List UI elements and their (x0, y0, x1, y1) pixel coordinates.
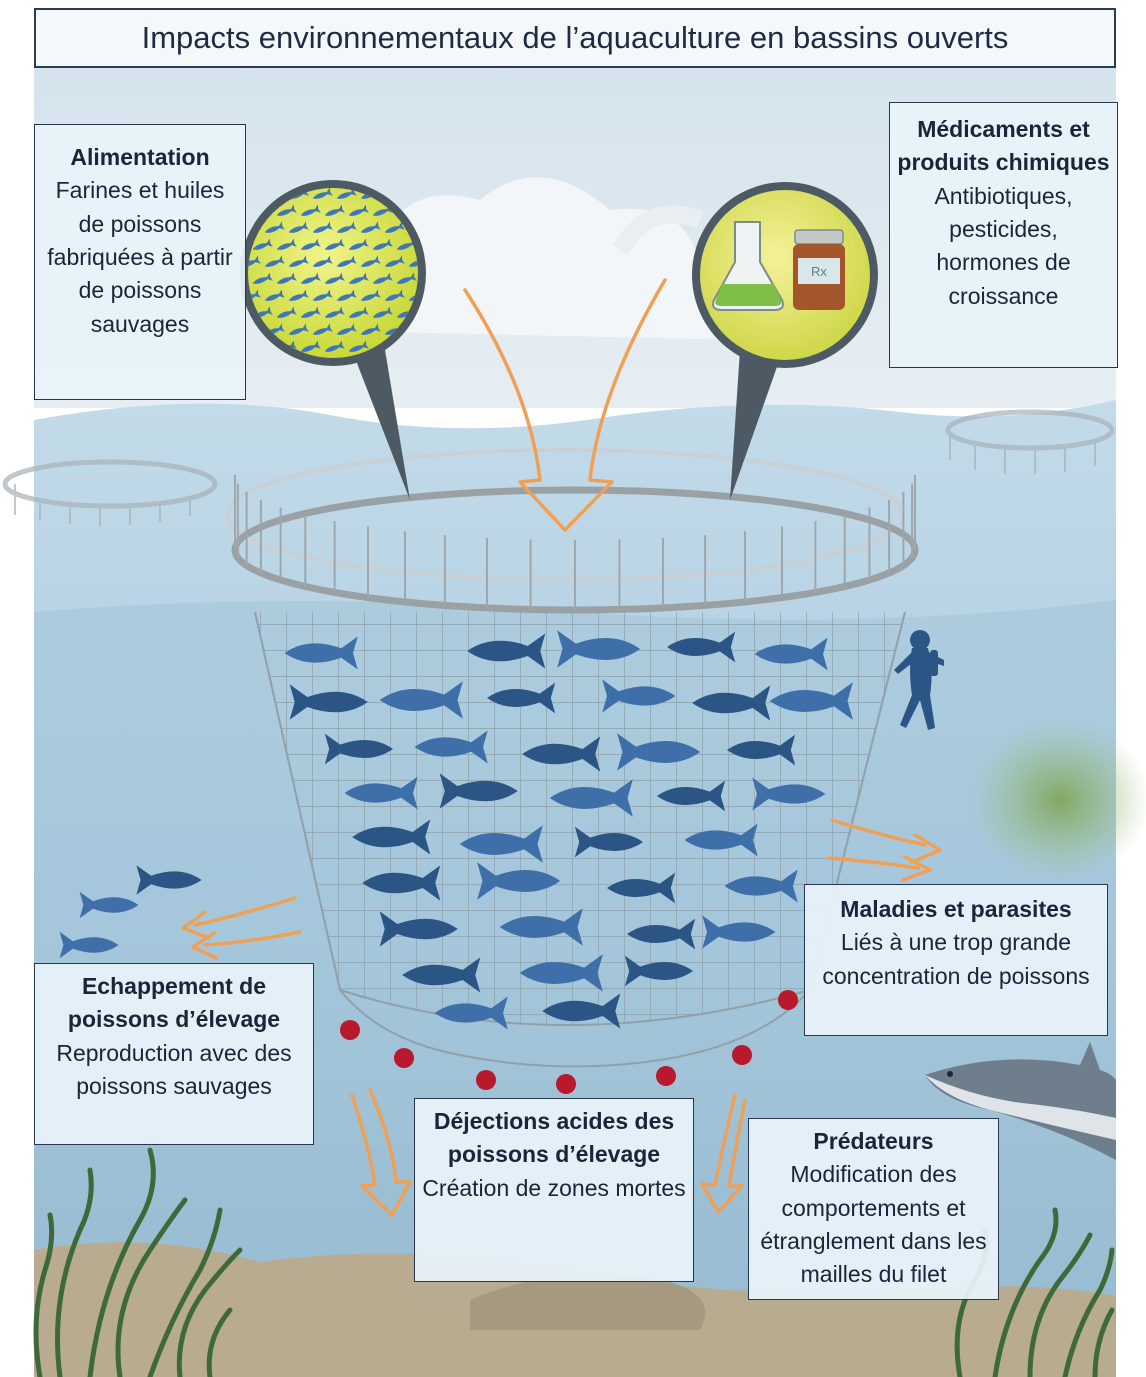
fish-icon (624, 955, 693, 987)
fish-icon (727, 734, 796, 766)
fish-icon (487, 682, 556, 714)
arrow-escape-2 (203, 930, 302, 947)
feed-body: Farines et huiles de poissons fabriquées… (47, 177, 233, 337)
waste-box: Déjections acides des poissons d’élevage… (414, 1098, 694, 1282)
fish-icon (79, 891, 139, 919)
fish-icon (519, 954, 603, 992)
farmed-fish-school (284, 630, 853, 1030)
fish-icon (684, 823, 758, 857)
fish-icon (284, 636, 358, 670)
fish-icon (574, 826, 643, 858)
waste-droplet (340, 1020, 360, 1040)
title-text: Impacts environnementaux de l’aquacultur… (141, 20, 1009, 55)
seaweed-bush (970, 720, 1146, 880)
page-title: Impacts environnementaux de l’aquacultur… (34, 8, 1116, 68)
medicine-bottle-icon: Rx (793, 229, 845, 310)
arrows (181, 278, 942, 1217)
fish-icon (439, 773, 518, 809)
fish-icon (769, 682, 853, 720)
fish-cage-ring (225, 448, 919, 614)
fish-icon (289, 684, 368, 720)
fish-icon (379, 681, 463, 719)
fish-icon (414, 730, 488, 764)
fish-icon (617, 733, 701, 771)
fish-icon (607, 872, 676, 904)
waste-droplet (778, 990, 798, 1010)
fish-icon (549, 779, 633, 817)
rx-label: Rx (811, 264, 827, 279)
feed-bubble (240, 180, 426, 500)
fish-icon (522, 736, 601, 772)
arrow-feed-down (463, 278, 667, 532)
chemicals-box: Médicaments et produits chimiques Antibi… (889, 102, 1118, 368)
fish-icon (136, 865, 202, 895)
fish-icon (557, 630, 641, 668)
predators-heading: Prédateurs (813, 1128, 934, 1154)
chemicals-heading: Médicaments et produits chimiques (897, 116, 1110, 176)
background-cage-left (2, 459, 218, 526)
fish-icon (324, 733, 393, 765)
fish-icon (59, 931, 119, 959)
predators-box: Prédateurs Modification des comportement… (748, 1118, 999, 1300)
disease-heading: Maladies et parasites (840, 896, 1072, 922)
predators-body: Modification des comportements et étrang… (760, 1161, 987, 1288)
chemicals-body: Antibiotiques, pesticides, hormones de c… (934, 182, 1073, 309)
arrow-waste-left (350, 1088, 412, 1217)
escape-heading: Echappement de poissons d’élevage (67, 973, 281, 1033)
fish-icon (692, 685, 771, 721)
escape-box: Echappement de poissons d’élevage Reprod… (34, 963, 314, 1145)
fish-cage-net (254, 611, 906, 1068)
flask-icon (712, 221, 784, 311)
escaped-fish (59, 865, 202, 959)
waste-droplet (732, 1045, 752, 1065)
background-cage-right (945, 409, 1115, 474)
arrow-waste-right (700, 1093, 747, 1214)
arrow-disease-2-head (901, 855, 932, 882)
fish-icon (459, 825, 543, 863)
arrow-disease-2 (826, 856, 920, 870)
arrow-escape-1 (193, 896, 297, 927)
arrow-escape-2-head (191, 931, 218, 960)
arrow-disease-1 (830, 818, 927, 847)
fish-icon (627, 918, 696, 950)
waste-droplet (656, 1066, 676, 1086)
fish-icon (657, 780, 726, 812)
fish-icon (434, 996, 508, 1030)
waste-body: Création de zones mortes (422, 1174, 686, 1201)
disease-body: Liés à une trop grande concentration de … (822, 929, 1090, 989)
waste-droplet (394, 1048, 414, 1068)
arrow-escape-1-head (181, 910, 211, 940)
feed-box: Alimentation Farines et huiles de poisso… (34, 124, 246, 400)
fish-icon (352, 819, 431, 855)
fish-icon (379, 911, 458, 947)
fish-icon (402, 957, 481, 993)
fish-icon (362, 865, 441, 901)
fish-icon (542, 993, 621, 1029)
arrow-disease-1-head (910, 833, 942, 864)
fish-icon (602, 679, 676, 713)
waste-droplets (340, 990, 798, 1094)
fish-icon (344, 776, 418, 810)
seaweed-left (33, 1147, 243, 1377)
waste-heading: Déjections acides des poissons d’élevage (433, 1108, 675, 1168)
fish-icon (752, 777, 826, 811)
fish-icon (724, 869, 798, 903)
disease-box: Maladies et parasites Liés à une trop gr… (804, 884, 1108, 1036)
feed-heading: Alimentation (70, 144, 210, 170)
diver-icon (894, 630, 944, 730)
waste-droplet (476, 1070, 496, 1090)
fish-icon (499, 908, 583, 946)
fish-icon (754, 637, 828, 671)
chemicals-bubble: Rx (692, 182, 878, 500)
escape-body: Reproduction avec des poissons sauvages (56, 1039, 292, 1100)
shark-icon (925, 1042, 1116, 1160)
waste-droplet (556, 1074, 576, 1094)
fish-icon (702, 915, 776, 949)
fish-icon (667, 631, 736, 663)
fish-icon (477, 862, 561, 900)
fish-icon (467, 633, 546, 669)
